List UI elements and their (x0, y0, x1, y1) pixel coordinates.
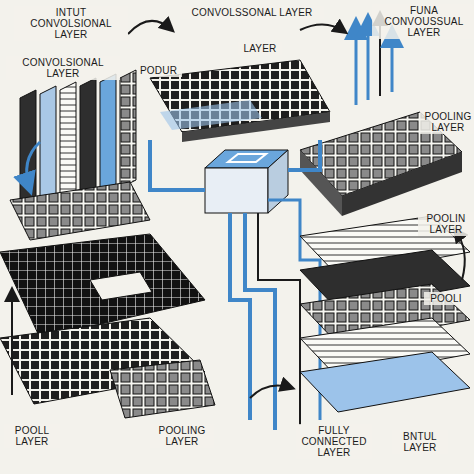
layer-label: CONVOLSIONAL LAYER (6, 56, 120, 80)
layer-label: POOLING LAYER (420, 110, 474, 134)
layer-label: INTUT CONVOLSIONAL LAYER (14, 6, 128, 41)
curved-arrow (300, 24, 345, 32)
layer-label: POOLING LAYER (150, 424, 214, 448)
side-arrow (11, 290, 13, 395)
layer-label: FULLY CONNECTED LAYER (296, 424, 372, 459)
pooling-grid (0, 234, 205, 338)
layer-label: LAYER (238, 42, 282, 55)
layer-label: POOLI (424, 292, 468, 305)
layer-label: CONVOLSSONAL LAYER (180, 6, 324, 19)
curved-arrow (27, 142, 40, 190)
layer-label: POOLL LAYER (4, 424, 60, 448)
center-cube-front (205, 168, 268, 213)
feature-map-panel (100, 74, 116, 192)
curved-arrow (455, 230, 465, 280)
layer-label: PODUR (138, 64, 182, 77)
flow-arrow (391, 30, 394, 92)
curved-arrow (128, 21, 172, 34)
layer-label: FUNA CONVOUSSUAL LAYER (372, 4, 474, 39)
layer-label: BNTUL LAYER (392, 430, 448, 454)
flow-arrow (367, 18, 370, 100)
flow-arrow (355, 22, 358, 105)
feature-map-panel (40, 86, 56, 204)
dense-plate (300, 352, 470, 412)
center-cube-side (268, 150, 288, 213)
feature-map-panel (80, 78, 96, 196)
feature-map-panel (120, 70, 136, 188)
conv-highlight (160, 100, 262, 130)
input-cubes (10, 182, 150, 240)
feature-map-panel (60, 82, 76, 200)
pooling-cubes-edge (342, 152, 462, 216)
grid-window (90, 272, 152, 300)
data-pipe (150, 140, 205, 190)
data-wire (258, 213, 300, 425)
data-pipe (288, 140, 320, 170)
center-cube-mark (228, 154, 266, 162)
curved-arrow (250, 386, 292, 398)
layer-label: POOLIN LAYER (418, 212, 474, 236)
neuron-block (110, 360, 215, 418)
